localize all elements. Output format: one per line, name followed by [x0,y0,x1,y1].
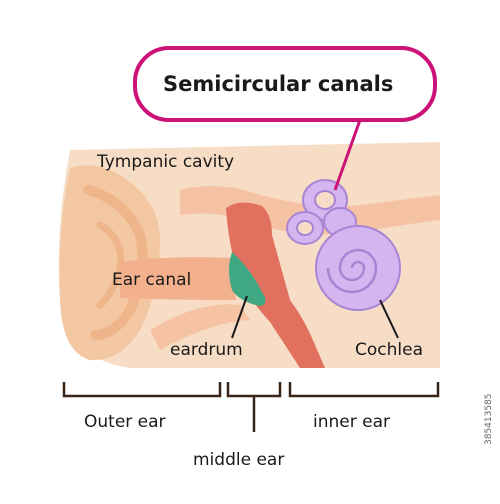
middle-ear-label: middle ear [193,450,285,470]
cochlea-leader [379,299,399,339]
tympanic-cavity-label: Tympanic cavity [97,152,235,172]
semicircular-canals [286,179,357,245]
cochlea-label: Cochlea [355,340,423,360]
cochlea-shape [315,225,401,311]
outer-ear-bracket [62,382,222,398]
stock-id: 385413585 [484,393,494,445]
middle-ear-bracket [226,382,282,432]
outer-ear-label: Outer ear [84,412,166,432]
ear-canal-label: Ear canal [112,270,192,290]
inner-ear-bracket [288,382,440,398]
eardrum-label: eardrum [170,340,243,360]
semicircular-canals-label: Semicircular canals [163,72,394,96]
tympanic-cavity [226,202,325,368]
callout-box [133,46,437,122]
lower-contour [150,304,250,350]
eardrum [229,252,266,306]
ear-canal [120,257,236,300]
eardrum-leader [231,295,248,339]
inner-ear-label: inner ear [313,412,390,432]
callout-pointer [333,119,362,191]
auricle [59,165,160,361]
